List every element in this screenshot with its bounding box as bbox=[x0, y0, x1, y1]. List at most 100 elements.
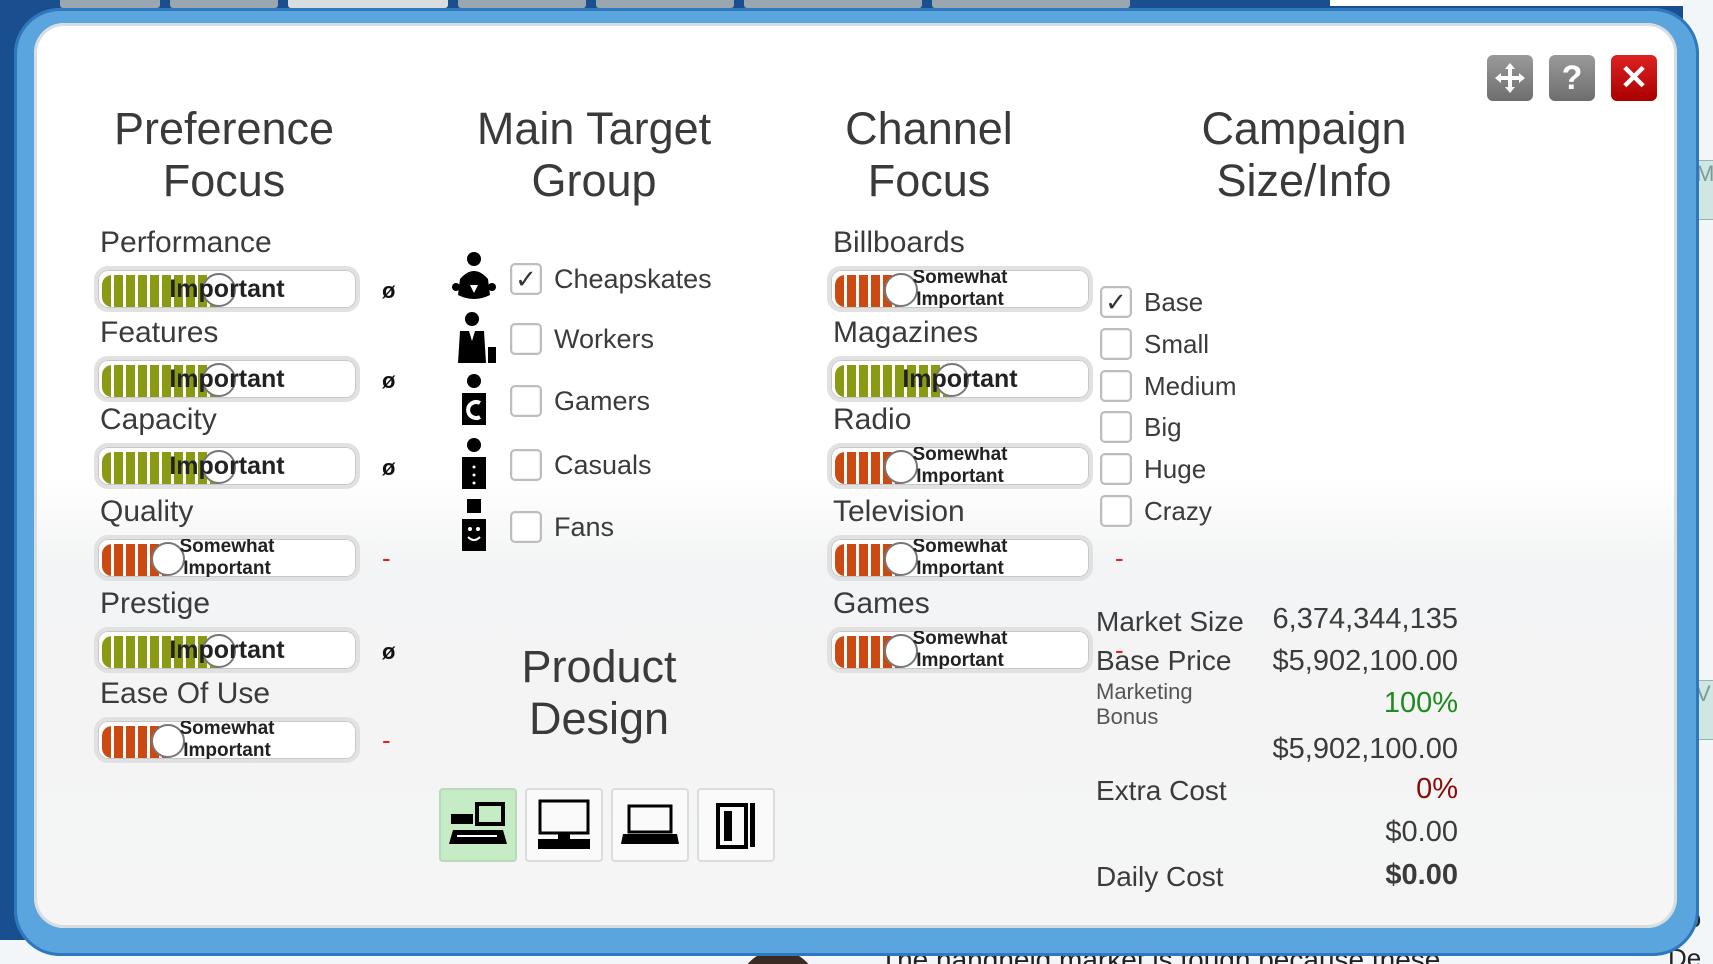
target-group-label: Fans bbox=[554, 511, 615, 542]
slider-knob[interactable] bbox=[884, 273, 918, 307]
help-icon: ? bbox=[1561, 58, 1583, 97]
daily-cost-label: Daily Cost bbox=[1096, 861, 1224, 892]
campaign-size-option[interactable]: Small bbox=[1100, 328, 1209, 360]
background-strip bbox=[1330, 0, 1713, 6]
target-group-workers[interactable]: Workers bbox=[450, 311, 654, 367]
slider-knob[interactable] bbox=[202, 634, 236, 668]
importance-slider[interactable]: Somewhat Important bbox=[94, 717, 360, 763]
close-button[interactable]: ✕ bbox=[1609, 53, 1659, 103]
neutral-marker: ø bbox=[382, 639, 396, 664]
decrease-marker: - bbox=[382, 725, 391, 755]
design-home-computer-button[interactable] bbox=[439, 788, 517, 862]
cheapskate-person-icon bbox=[450, 251, 498, 307]
importance-slider[interactable]: Somewhat Important bbox=[827, 443, 1093, 489]
slider-fill bbox=[102, 636, 218, 668]
campaign-size-option[interactable]: Medium bbox=[1100, 370, 1236, 402]
background-tab bbox=[458, 0, 586, 8]
target-group-casuals[interactable]: Casuals bbox=[450, 437, 652, 493]
marketing-total-value: $5,902,100.00 bbox=[1272, 733, 1458, 765]
gamers-checkbox[interactable] bbox=[510, 385, 542, 417]
campaign-size-checkbox[interactable] bbox=[1100, 328, 1132, 360]
slider-label: Performance bbox=[100, 226, 272, 259]
worker-person-icon bbox=[450, 311, 498, 367]
workers-checkbox[interactable] bbox=[510, 323, 542, 355]
extra-cost-value: $0.00 bbox=[1385, 816, 1458, 848]
close-icon: ✕ bbox=[1619, 59, 1649, 97]
slider-knob[interactable] bbox=[202, 450, 236, 484]
slider-label: Prestige bbox=[100, 587, 211, 620]
market-size-label: Market Size bbox=[1096, 606, 1244, 637]
casual-person-icon bbox=[450, 437, 498, 493]
laptop-icon bbox=[621, 804, 679, 844]
background-tabs bbox=[60, 0, 1130, 8]
importance-slider[interactable]: Somewhat Important bbox=[827, 535, 1093, 581]
checkmark-icon: ✓ bbox=[515, 263, 537, 294]
importance-slider[interactable]: Important bbox=[94, 266, 360, 312]
slider-knob[interactable] bbox=[151, 724, 185, 758]
dialog-panel: ? ✕ Preference Focus Main Target Group C… bbox=[34, 23, 1677, 928]
importance-slider[interactable]: Important bbox=[827, 356, 1093, 402]
neutral-marker: ø bbox=[382, 455, 396, 480]
slider-knob[interactable] bbox=[151, 542, 185, 576]
slider-label: Billboards bbox=[833, 226, 965, 259]
slider-fill bbox=[102, 275, 218, 307]
slider-fill bbox=[102, 452, 218, 484]
importance-slider[interactable]: Important bbox=[94, 356, 360, 402]
campaign-size-option[interactable]: Big bbox=[1100, 411, 1182, 443]
daily-cost-value: $0.00 bbox=[1385, 859, 1458, 891]
slider-label: Magazines bbox=[833, 316, 979, 349]
slider-knob[interactable] bbox=[202, 273, 236, 307]
campaign-size-checkbox[interactable] bbox=[1100, 495, 1132, 527]
slider-knob[interactable] bbox=[884, 634, 918, 668]
slider-label: Features bbox=[100, 316, 219, 349]
move-icon bbox=[1495, 63, 1525, 93]
campaign-size-label: Crazy bbox=[1144, 495, 1212, 526]
campaign-size-checkbox[interactable]: ✓ bbox=[1100, 286, 1132, 318]
design-laptop-button[interactable] bbox=[611, 788, 689, 862]
product-design-title: Product Design bbox=[521, 641, 677, 744]
campaign-size-checkbox[interactable] bbox=[1100, 411, 1132, 443]
campaign-size-checkbox[interactable] bbox=[1100, 370, 1132, 402]
neutral-marker: ø bbox=[382, 278, 396, 303]
casuals-checkbox[interactable] bbox=[510, 449, 542, 481]
decrease-marker: - bbox=[1115, 635, 1124, 665]
fan-person-icon bbox=[450, 499, 498, 555]
target-group-fans[interactable]: Fans bbox=[450, 499, 614, 555]
cheapskates-checkbox[interactable]: ✓ bbox=[510, 263, 542, 295]
desktop-computer-icon bbox=[538, 799, 590, 849]
slider-label: Television bbox=[833, 495, 965, 528]
campaign-size-label: Base bbox=[1144, 286, 1204, 317]
importance-slider[interactable]: Important bbox=[94, 627, 360, 673]
importance-slider[interactable]: Somewhat Important bbox=[827, 627, 1093, 673]
importance-slider[interactable]: Somewhat Important bbox=[827, 266, 1093, 312]
campaign-size-option[interactable]: ✓ Base bbox=[1100, 286, 1203, 318]
design-desktop-computer-button[interactable] bbox=[525, 788, 603, 862]
slider-label: Radio bbox=[833, 403, 912, 436]
campaign-size-label: Big bbox=[1144, 411, 1182, 442]
slider-label: Capacity bbox=[100, 403, 217, 436]
target-group-gamers[interactable]: Gamers bbox=[450, 373, 650, 429]
checkmark-icon: ✓ bbox=[1105, 286, 1127, 317]
campaign-size-option[interactable]: Crazy bbox=[1100, 495, 1212, 527]
slider-knob[interactable] bbox=[884, 542, 918, 576]
channel-focus-title: Channel Focus bbox=[845, 103, 1013, 206]
campaign-size-label: Small bbox=[1144, 328, 1210, 359]
slider-knob[interactable] bbox=[202, 363, 236, 397]
help-button[interactable]: ? bbox=[1547, 53, 1597, 103]
marketing-bonus-value: 100% bbox=[1383, 687, 1458, 719]
base-price-value: $5,902,100.00 bbox=[1272, 645, 1458, 677]
target-group-cheapskates[interactable]: ✓ Cheapskates bbox=[450, 251, 712, 307]
campaign-size-label: Huge bbox=[1144, 453, 1207, 484]
campaign-size-checkbox[interactable] bbox=[1100, 453, 1132, 485]
design-handheld-button[interactable] bbox=[697, 788, 775, 862]
preference-focus-title: Preference Focus bbox=[113, 103, 335, 206]
move-button[interactable] bbox=[1485, 53, 1535, 103]
fans-checkbox[interactable] bbox=[510, 511, 542, 543]
slider-knob[interactable] bbox=[935, 363, 969, 397]
campaign-size-option[interactable]: Huge bbox=[1100, 453, 1206, 485]
market-size-value: 6,374,344,135 bbox=[1272, 603, 1458, 635]
background-tab bbox=[288, 0, 448, 8]
slider-knob[interactable] bbox=[884, 450, 918, 484]
importance-slider[interactable]: Important bbox=[94, 443, 360, 489]
importance-slider[interactable]: Somewhat Important bbox=[94, 535, 360, 581]
